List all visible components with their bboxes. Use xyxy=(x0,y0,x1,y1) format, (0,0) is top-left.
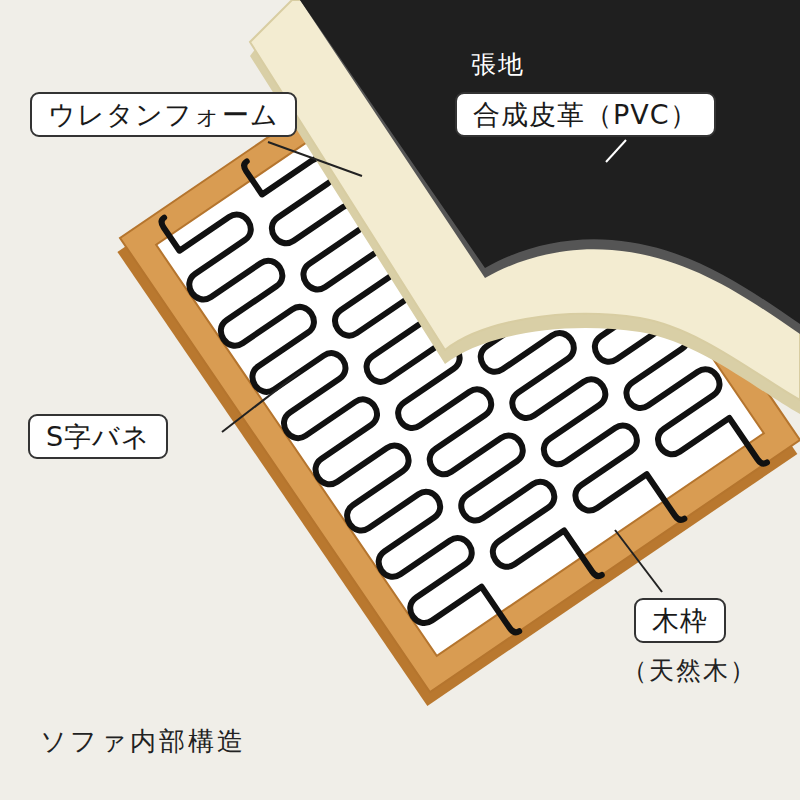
part-label: 合成皮革（PVC） xyxy=(473,97,698,132)
frame-label-box: 木枠（天然木） xyxy=(634,598,726,643)
diagram-caption: ソファ内部構造 xyxy=(40,724,246,759)
foam-label-box: ウレタンフォーム xyxy=(30,92,297,137)
spring-label-box: S字バネ xyxy=(28,414,168,459)
urethane-foam xyxy=(250,0,800,400)
leader-lines xyxy=(222,140,662,592)
leader-line xyxy=(268,142,362,176)
upholstery-label-box: 張地合成皮革（PVC） xyxy=(455,92,716,137)
leader-line xyxy=(222,372,300,432)
synthetic-leather xyxy=(300,0,800,324)
leader-line xyxy=(615,530,662,592)
part-label: 木枠 xyxy=(652,603,708,638)
leather-edge xyxy=(300,0,800,334)
part-note: 張地 xyxy=(471,50,525,80)
part-label: S字バネ xyxy=(46,419,150,454)
foam-side xyxy=(250,0,800,414)
leader-line xyxy=(606,140,626,162)
part-label: ウレタンフォーム xyxy=(48,97,279,132)
part-note: （天然木） xyxy=(622,656,757,686)
